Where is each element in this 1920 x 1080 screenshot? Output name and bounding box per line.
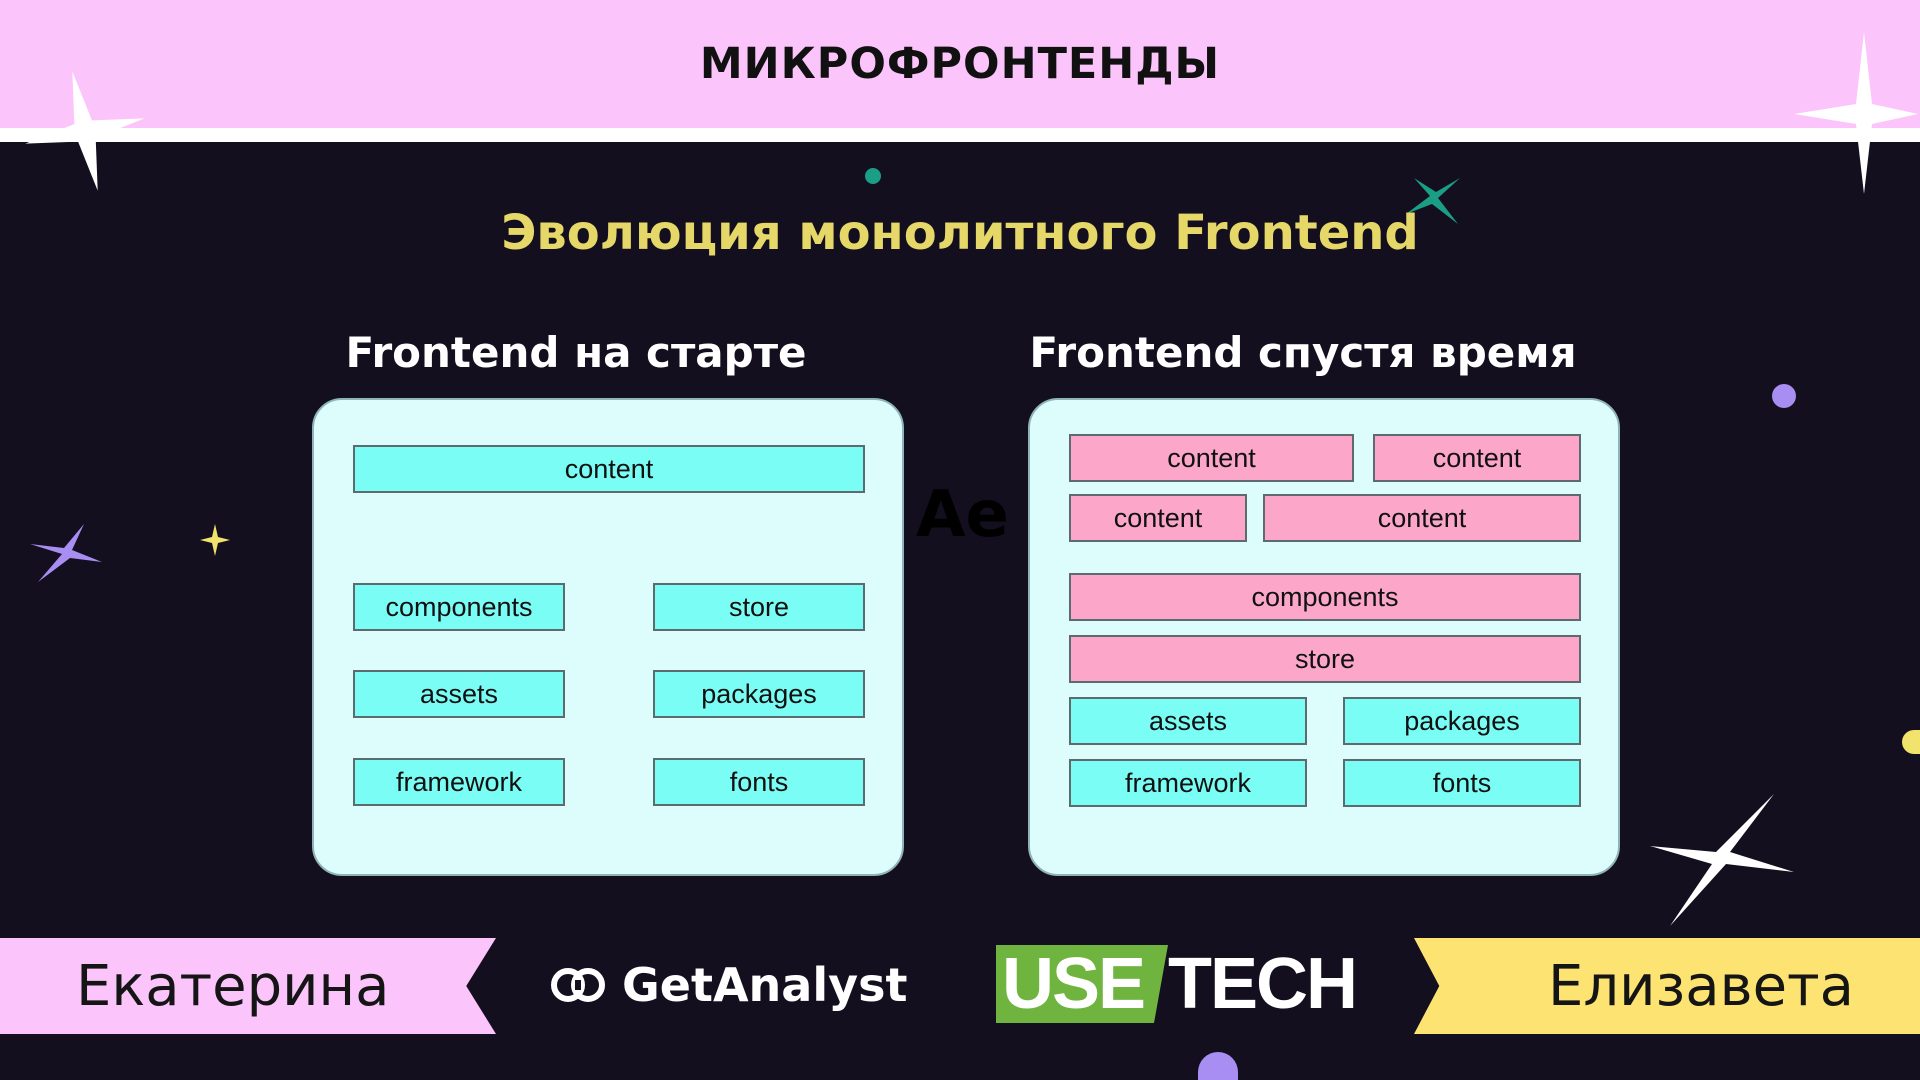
sparkle-icon-bottom-right — [1650, 794, 1794, 926]
module-box: content — [1373, 434, 1581, 482]
getanalyst-logo-text: GetAnalyst — [622, 958, 908, 1012]
sparkle-icon-left-yellow — [200, 524, 230, 556]
speaker-banner-left: Екатерина — [0, 938, 496, 1034]
module-box: assets — [1069, 697, 1307, 745]
sparkle-icon-top-right — [1794, 32, 1918, 194]
right-panel: content content content content componen… — [1028, 398, 1620, 876]
module-box: framework — [1069, 759, 1307, 807]
right-panel-title: Frontend спустя время — [1029, 328, 1577, 377]
left-panel-title: Frontend на старте — [345, 328, 807, 377]
module-box: framework — [353, 758, 565, 806]
module-box: content — [1263, 494, 1581, 542]
usetech-logo-tech: TECH — [1168, 944, 1358, 1024]
dot-purple-bottom — [1198, 1052, 1238, 1080]
dot-purple — [1772, 384, 1796, 408]
link-icon — [551, 968, 605, 1002]
stray-text: Ae — [916, 478, 1009, 552]
dot-yellow — [1902, 730, 1920, 754]
module-box: store — [1069, 635, 1581, 683]
module-box: content — [353, 445, 865, 493]
slide-title: Эволюция монолитного Frontend — [501, 205, 1419, 261]
speaker-banner-right: Елизавета — [1414, 938, 1920, 1034]
usetech-logo-use: USE — [996, 944, 1169, 1024]
module-box: components — [1069, 573, 1581, 621]
sparkle-icon-left-purple — [30, 524, 102, 582]
module-box: store — [653, 583, 865, 631]
speaker-name-right: Елизавета — [1547, 953, 1854, 1019]
header-divider — [0, 128, 1920, 142]
usetech-logo: USE TECH — [996, 944, 1358, 1024]
speaker-name-left: Екатерина — [76, 953, 390, 1019]
dot-teal — [865, 168, 881, 184]
module-box: packages — [1343, 697, 1581, 745]
header-bar: МИКРОФРОНТЕНДЫ — [0, 0, 1920, 128]
module-box: packages — [653, 670, 865, 718]
sparkle-icon-top-left — [25, 71, 145, 191]
module-box: assets — [353, 670, 565, 718]
left-panel: content components store assets packages… — [312, 398, 904, 876]
module-box: fonts — [653, 758, 865, 806]
module-box: content — [1069, 494, 1247, 542]
module-box: content — [1069, 434, 1354, 482]
sparkle-icon-teal — [1406, 178, 1460, 224]
module-box: fonts — [1343, 759, 1581, 807]
getanalyst-logo: GetAnalyst — [548, 950, 907, 1020]
module-box: components — [353, 583, 565, 631]
header-title: МИКРОФРОНТЕНДЫ — [699, 39, 1221, 89]
